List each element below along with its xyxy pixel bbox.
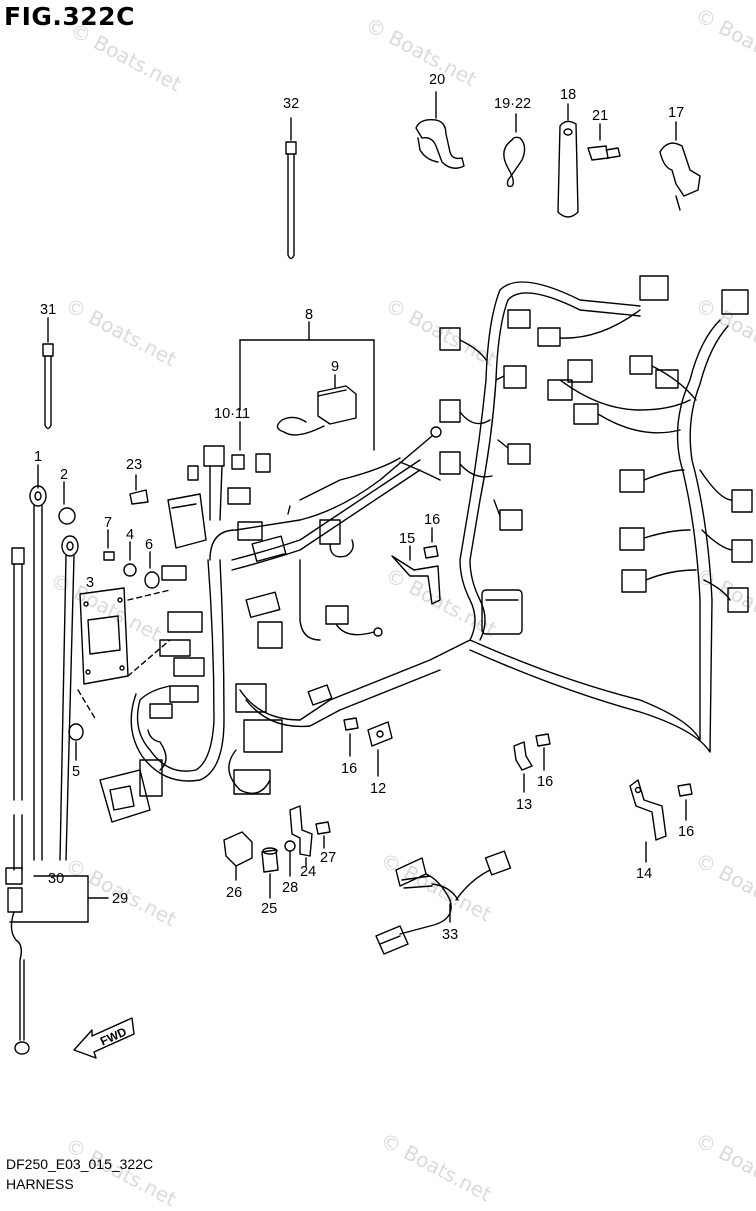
- part-14-bracket: [629, 779, 667, 863]
- callout-8: 8: [305, 307, 313, 323]
- callout-7: 7: [104, 515, 112, 531]
- callout-28: 28: [282, 880, 298, 896]
- part-7-bolt: [103, 529, 115, 561]
- part-23-bolt: [129, 474, 149, 505]
- part-21-bolt: [587, 123, 621, 161]
- callout-16: 16: [537, 774, 553, 790]
- part-2-washer: [58, 481, 76, 525]
- fwd-label: FWD: [98, 1024, 129, 1048]
- part-6-spacer: [144, 551, 160, 589]
- callout-3: 3: [86, 575, 94, 591]
- callout-33: 33: [442, 927, 458, 943]
- callout-25: 25: [261, 901, 277, 917]
- part-33-sub-harness: [375, 850, 512, 955]
- part-32-cable-tie: [285, 117, 297, 260]
- part-8-bracket-lines: [239, 321, 375, 451]
- figure-name: HARNESS: [6, 1176, 74, 1192]
- callout-5: 5: [72, 764, 80, 780]
- callout-21: 21: [592, 108, 608, 124]
- callout-16: 16: [341, 761, 357, 777]
- part-1b-cable: [59, 535, 79, 861]
- part-28-nut: [284, 840, 296, 877]
- callout-16: 16: [678, 824, 694, 840]
- callout-12: 12: [370, 781, 386, 797]
- main-harness: [99, 275, 753, 823]
- part-16b-bolt: [343, 717, 359, 757]
- part-15-bracket: [391, 545, 441, 605]
- callout-9: 9: [331, 359, 339, 375]
- callout-16: 16: [424, 512, 440, 528]
- callout-26: 26: [226, 885, 242, 901]
- part-18-strap: [557, 103, 579, 218]
- callout-31: 31: [40, 302, 56, 318]
- callout-23: 23: [126, 457, 142, 473]
- part-1-cable: [29, 464, 47, 861]
- part-20-clamp: [415, 91, 465, 169]
- part-26-cover: [223, 831, 253, 881]
- callout-24: 24: [300, 864, 316, 880]
- callout-2: 2: [60, 467, 68, 483]
- callout-15: 15: [399, 531, 415, 547]
- callout-32: 32: [283, 96, 299, 112]
- part-24-bracket: [289, 805, 313, 867]
- callout-14: 14: [636, 866, 652, 882]
- part-16d-bolt: [677, 783, 693, 821]
- part-12-bracket: [367, 721, 393, 777]
- figure-title: FIG.322C: [4, 2, 135, 31]
- callout-20: 20: [429, 72, 445, 88]
- part-3-plate: [77, 587, 171, 721]
- callout-30: 30: [48, 871, 64, 887]
- part-25-cap: [261, 847, 279, 899]
- part-19-22-clip: [503, 113, 526, 188]
- callout-19-22: 19·22: [494, 96, 531, 112]
- callout-6: 6: [145, 537, 153, 553]
- part-5-grommet: [68, 723, 84, 761]
- callout-10-11: 10·11: [214, 406, 250, 422]
- callout-labels: 32 20 19·22 18 21 17 31 8 9 10·11 1 23 2…: [34, 72, 694, 1048]
- part-13-clip: [513, 741, 533, 793]
- callout-27: 27: [320, 850, 336, 866]
- part-9-relay: [276, 385, 357, 436]
- part-27-bolt: [315, 821, 331, 849]
- callout-4: 4: [126, 527, 134, 543]
- part-17-clip: [659, 121, 701, 211]
- part-16a-bolt: [423, 527, 439, 559]
- callout-29-30-bracket: [9, 875, 109, 923]
- fwd-arrow: [73, 1017, 135, 1059]
- part-4-nut: [123, 541, 137, 577]
- callout-13: 13: [516, 797, 532, 813]
- callout-17: 17: [668, 105, 684, 121]
- part-16c-bolt: [535, 733, 551, 771]
- part-31-cable-tie: [42, 317, 54, 430]
- figure-code: DF250_E03_015_322C: [6, 1156, 154, 1172]
- callout-18: 18: [560, 87, 576, 103]
- callout-1: 1: [34, 449, 42, 465]
- part-29-cable: [5, 547, 30, 1055]
- callout-29: 29: [112, 891, 128, 907]
